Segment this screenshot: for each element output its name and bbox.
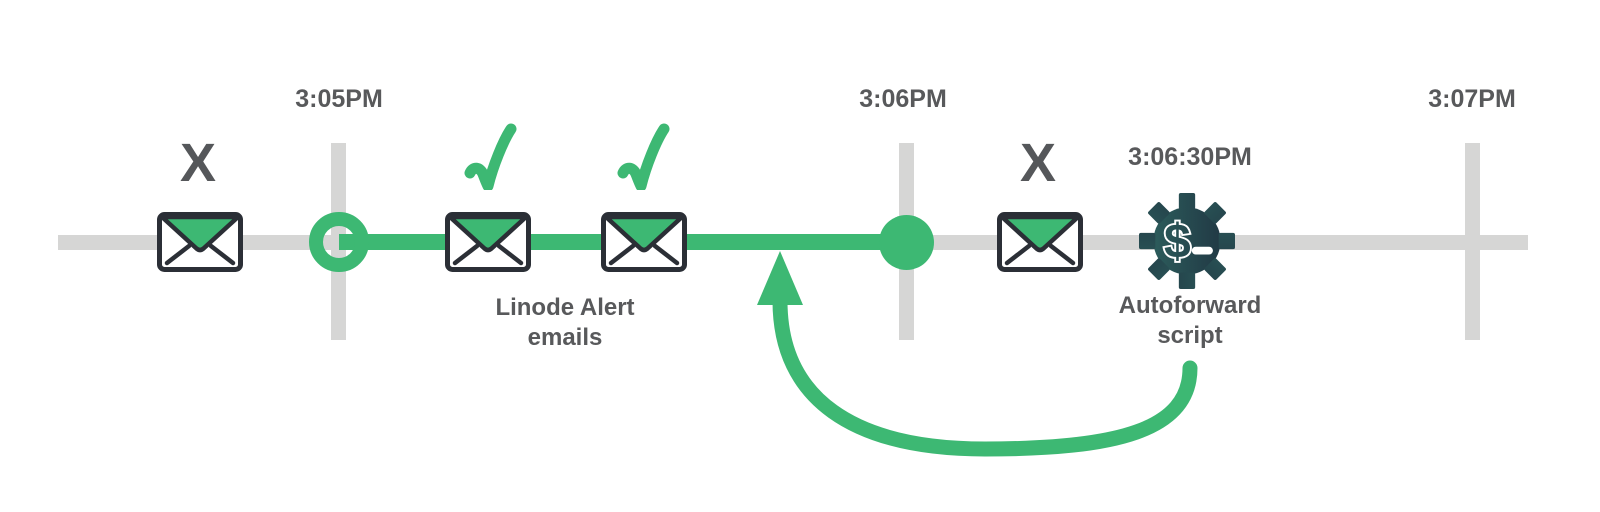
caption-line: emails — [527, 324, 603, 352]
curved-arrow-icon — [740, 235, 1240, 480]
x-mark: X — [1019, 133, 1057, 193]
time-label-3-06-30pm: 3:06:30PM — [1128, 143, 1252, 171]
filled-circle-marker — [879, 215, 934, 270]
envelope-icon — [444, 211, 532, 273]
caption-linode-alert-emails: Linode Alert emails — [495, 293, 634, 354]
caption-line: Autoforward — [1118, 292, 1262, 319]
envelope-icon — [156, 211, 244, 273]
open-circle-marker — [309, 212, 369, 272]
checkmark-icon — [461, 122, 519, 190]
time-label-3-07pm: 3:07PM — [1428, 85, 1516, 113]
checkmark-icon — [614, 122, 672, 190]
envelope-icon — [996, 211, 1084, 273]
gear-dollar-prompt-icon: $ — [1139, 193, 1235, 289]
caption-line: script — [1157, 322, 1223, 350]
caption-autoforward-script: Autoforward script — [1119, 291, 1262, 352]
time-label-3-05pm: 3:05PM — [295, 85, 383, 113]
caption-line: Linode Alert — [495, 294, 635, 321]
envelope-icon — [600, 211, 688, 273]
x-mark: X — [179, 133, 217, 193]
tick-3-07pm — [1465, 143, 1480, 340]
time-label-3-06pm: 3:06PM — [859, 85, 947, 113]
svg-text:$: $ — [1164, 215, 1191, 268]
